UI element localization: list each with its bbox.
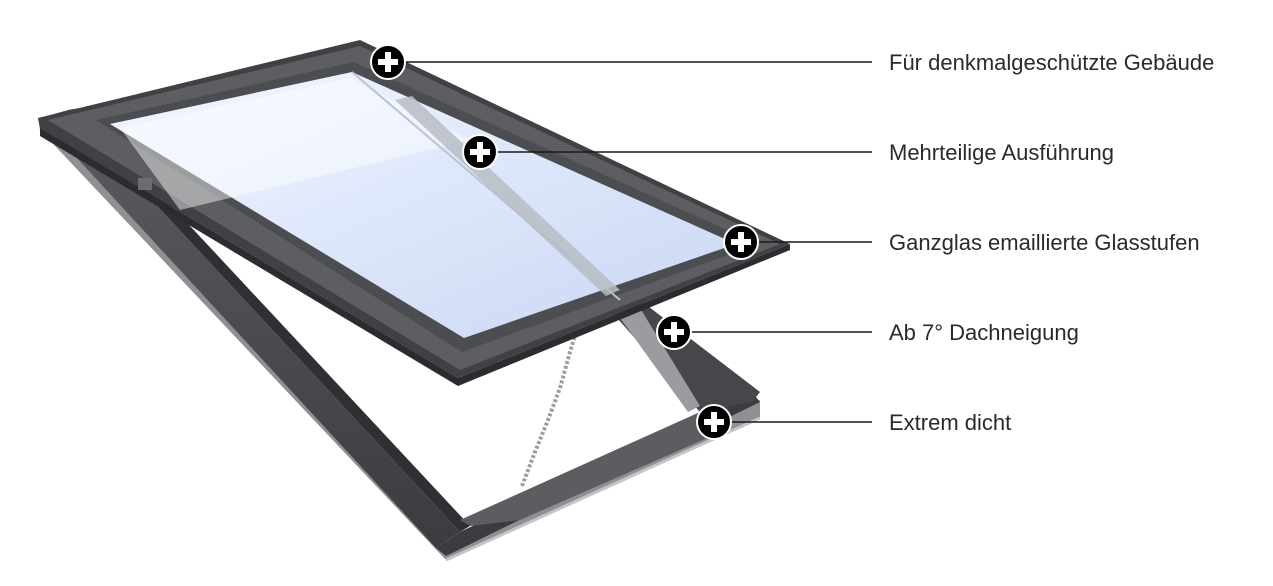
glass-pane <box>110 72 736 338</box>
window-sash <box>38 40 790 386</box>
lower-frame <box>38 108 761 562</box>
hotspot-4[interactable] <box>656 314 692 350</box>
lower-frame-bottom-rail-inner <box>460 412 712 526</box>
lower-frame-left-rail <box>40 110 460 548</box>
sash-handle <box>138 178 152 190</box>
opening-chain <box>520 335 577 487</box>
plus-icon <box>378 52 398 72</box>
plus-icon <box>731 232 751 252</box>
lower-frame-highlight <box>445 416 761 562</box>
sash-hinge-arm <box>395 96 620 296</box>
hotspot-2[interactable] <box>462 134 498 170</box>
hotspot-1[interactable] <box>370 44 406 80</box>
hotspot-3[interactable] <box>723 224 759 260</box>
feature-label-1[interactable]: Für denkmalgeschützte Gebäude <box>889 50 1215 75</box>
plus-icon <box>664 322 684 342</box>
feature-label-3[interactable]: Ganzglas emaillierte Glasstufen <box>889 230 1200 255</box>
feature-label-2[interactable]: Mehrteilige Ausführung <box>889 140 1115 165</box>
lower-frame-right-rail-inner <box>620 308 700 412</box>
feature-label-5[interactable]: Extrem dicht <box>889 410 1012 435</box>
hotspot-5[interactable] <box>696 404 732 440</box>
feature-label-4[interactable]: Ab 7° Dachneigung <box>889 320 1079 345</box>
sash-bottom-edge <box>40 128 458 386</box>
plus-icon <box>470 142 490 162</box>
lower-frame-left-rail-inner <box>68 108 470 532</box>
leader-lines <box>388 61 872 423</box>
sash-front-edge <box>458 244 790 386</box>
glass-highlight <box>120 78 470 210</box>
plus-icon <box>704 412 724 432</box>
